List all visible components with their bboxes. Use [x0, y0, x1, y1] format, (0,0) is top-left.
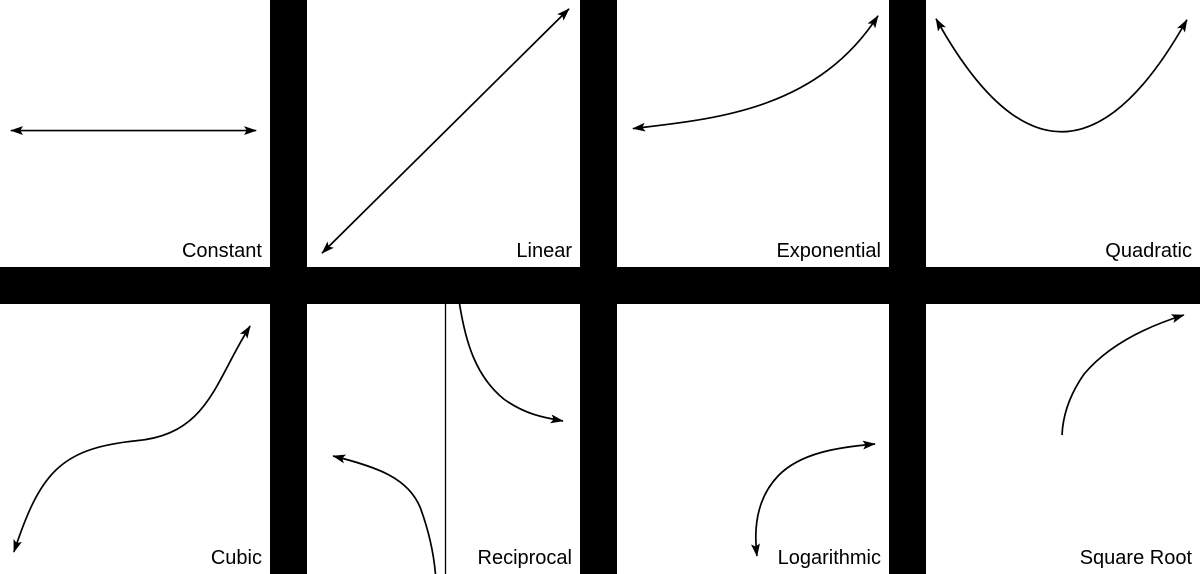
function-label: Quadratic	[1105, 240, 1192, 262]
function-curve-graphic	[935, 18, 1188, 133]
function-curve-graphic	[13, 325, 251, 553]
hyperbola-upper-right-branch	[458, 304, 564, 424]
function-label: Logarithmic	[777, 547, 881, 569]
function-label: Cubic	[210, 547, 262, 569]
function-label: Exponential	[776, 240, 881, 262]
function-curve-graphic	[1061, 314, 1185, 436]
function-panel: Cubic	[0, 304, 270, 574]
function-panel: Constant	[0, 0, 270, 267]
function-label: Constant	[181, 240, 262, 262]
function-label: Reciprocal	[477, 547, 572, 569]
linear-line	[321, 8, 570, 254]
function-curve-graphic	[321, 8, 570, 254]
function-curve-graphic	[332, 304, 564, 574]
exponential-curve	[632, 15, 879, 132]
function-panel: Logarithmic	[617, 304, 889, 574]
function-curve-graphic	[632, 15, 879, 132]
function-panel: Exponential	[617, 0, 889, 267]
hyperbola-lower-left-branch	[332, 454, 437, 574]
function-label: Linear	[516, 240, 572, 262]
parabola-curve	[935, 18, 1188, 133]
function-curve-graphic	[751, 440, 876, 557]
function-label: Square Root	[1079, 547, 1192, 569]
square-root-curve	[1061, 314, 1185, 436]
function-panel: Square Root	[926, 304, 1200, 574]
logarithmic-curve	[751, 440, 876, 557]
function-curve-graphic	[10, 126, 257, 135]
function-panel: Quadratic	[926, 0, 1200, 267]
cubic-curve	[13, 325, 251, 553]
function-panel: Reciprocal	[307, 304, 580, 574]
function-panel: Linear	[307, 0, 580, 267]
